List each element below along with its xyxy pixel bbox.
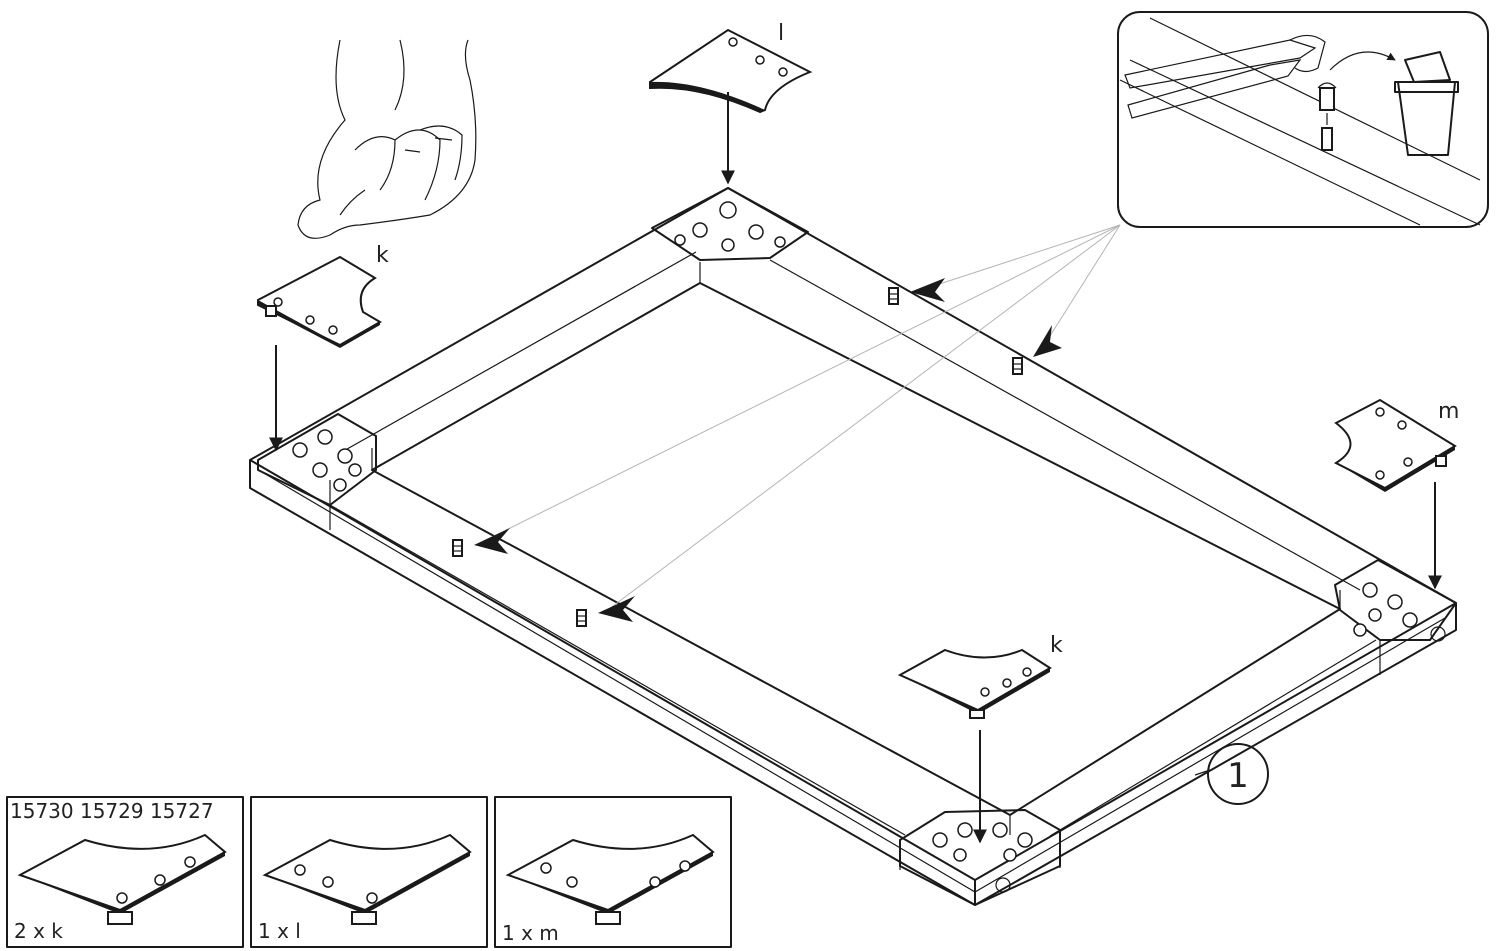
leader-lines — [479, 224, 1121, 613]
plate-m-right: m — [1333, 398, 1459, 492]
plate-k-left: k — [257, 243, 389, 348]
parts-box-k: 15730 15729 15727 2 x k — [6, 796, 244, 948]
hand-press-icon — [297, 39, 477, 239]
corner-block-back — [651, 187, 809, 261]
corner-block-left — [257, 413, 377, 506]
pin-1 — [888, 287, 899, 305]
plate-label-m: m — [1438, 399, 1459, 424]
plate-l-top: l — [649, 21, 813, 114]
trash-bin-icon — [1394, 51, 1459, 156]
parts-box-m: 1 x m — [494, 796, 732, 948]
parts-box-l: 1 x l — [250, 796, 488, 948]
pin-2 — [1012, 357, 1023, 375]
plate-label-l: l — [778, 21, 784, 46]
corner-block-front — [899, 809, 1061, 906]
part-quantity: 1 x m — [502, 921, 559, 945]
part-codes: 15730 15729 15727 — [10, 799, 214, 823]
step-number: 1 — [1194, 743, 1269, 805]
pin-4 — [576, 609, 587, 627]
pliers-remove-pin-icon — [1124, 34, 1396, 151]
plate-k-front: k — [897, 633, 1063, 719]
plate-label-k-front: k — [1050, 633, 1063, 658]
plate-label-k-left: k — [376, 243, 389, 268]
pin-3 — [452, 539, 463, 557]
step-number-text: 1 — [1227, 756, 1249, 796]
inset-remove-pins — [1117, 11, 1489, 228]
part-quantity: 2 x k — [14, 919, 63, 943]
corner-block-right — [1334, 559, 1457, 642]
part-quantity: 1 x l — [258, 919, 301, 943]
pin-arrows — [474, 278, 1062, 622]
